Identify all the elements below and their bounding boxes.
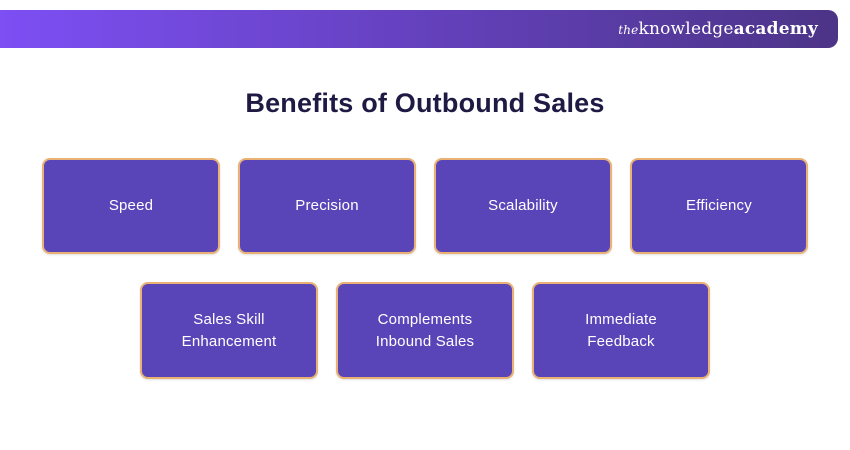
benefit-label: Precision xyxy=(295,197,359,214)
logo-knowledge: knowledge xyxy=(638,18,734,39)
benefit-box-complements-inbound-sales: Complements Inbound Sales xyxy=(336,282,514,379)
benefit-label: Immediate Feedback xyxy=(585,310,657,350)
benefits-row-2: Sales Skill Enhancement Complements Inbo… xyxy=(0,282,850,379)
benefit-box-speed: Speed xyxy=(42,158,220,254)
knowledge-academy-logo: theknowledgeacademy xyxy=(618,18,818,39)
benefit-box-scalability: Scalability xyxy=(434,158,612,254)
benefit-label: Scalability xyxy=(488,197,558,214)
page-title: Benefits of Outbound Sales xyxy=(245,88,605,118)
benefit-label: Complements Inbound Sales xyxy=(375,310,475,350)
benefit-box-immediate-feedback: Immediate Feedback xyxy=(532,282,710,379)
benefit-label: Speed xyxy=(108,197,154,214)
header-bar: theknowledgeacademy xyxy=(0,10,838,48)
logo-the: the xyxy=(618,22,639,37)
logo-academy: academy xyxy=(733,18,818,39)
benefit-box-sales-skill-enhancement: Sales Skill Enhancement xyxy=(140,282,318,379)
benefit-box-efficiency: Efficiency xyxy=(630,158,808,254)
benefit-label: Sales Skill Enhancement xyxy=(181,310,277,350)
benefit-label: Efficiency xyxy=(686,197,752,214)
benefit-box-precision: Precision xyxy=(238,158,416,254)
benefits-row-1: Speed Precision Scalability Efficiency xyxy=(0,158,850,254)
